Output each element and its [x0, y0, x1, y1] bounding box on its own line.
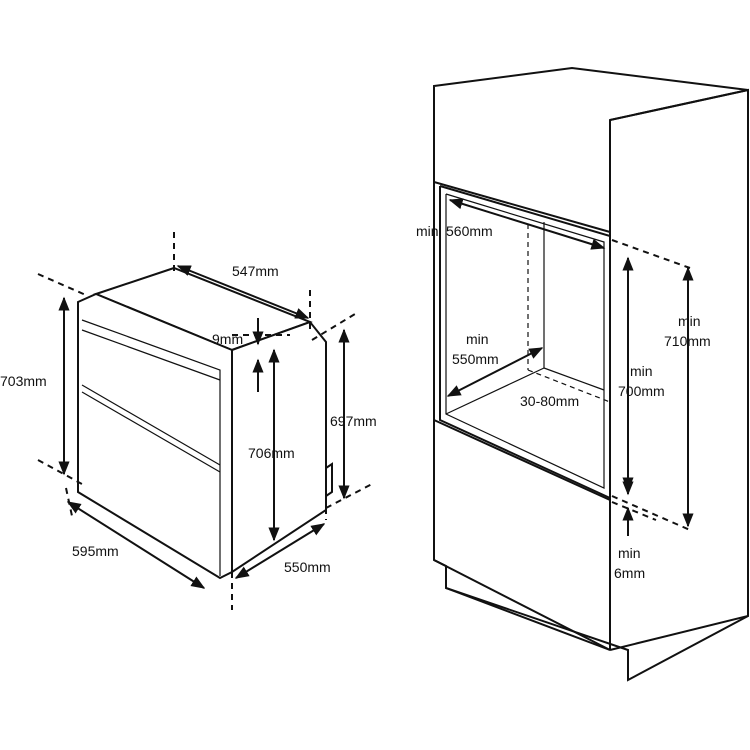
label-595: 595mm: [72, 543, 119, 559]
label-706: 706mm: [248, 445, 295, 461]
dim-595: [66, 501, 206, 589]
label-703: 703mm: [0, 373, 47, 389]
label-560-a: min: [416, 223, 439, 239]
label-9: 9mm: [212, 331, 243, 347]
cabinet-extension-lines: [611, 239, 691, 531]
dim-cab-550: [446, 347, 544, 397]
dim-547: [176, 265, 310, 319]
label-vent-gap: 30-80mm: [520, 393, 579, 409]
label-547: 547mm: [232, 263, 279, 279]
label-697: 697mm: [330, 413, 377, 429]
label-cab-550-a: min: [466, 331, 489, 347]
label-710-b: 710mm: [664, 333, 711, 349]
dim-550: [234, 523, 326, 579]
label-700-b: 700mm: [618, 383, 665, 399]
dim-560: [448, 198, 606, 250]
label-700-a: min: [630, 363, 653, 379]
cabinet-dimensions: [446, 198, 694, 536]
label-6-a: min: [618, 545, 641, 561]
label-710-a: min: [678, 313, 701, 329]
oven-dimensions: [58, 265, 350, 589]
label-6-b: 6mm: [614, 565, 645, 581]
label-cab-550-b: 550mm: [452, 351, 499, 367]
label-560-b: 560mm: [446, 223, 493, 239]
label-550: 550mm: [284, 559, 331, 575]
cabinet-drawing: [433, 66, 749, 682]
